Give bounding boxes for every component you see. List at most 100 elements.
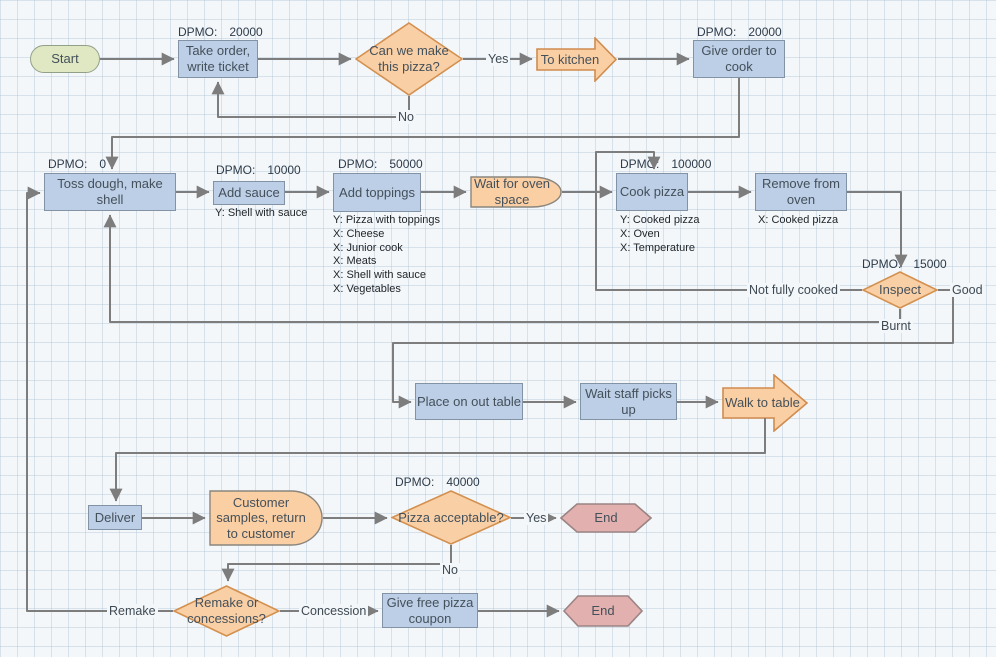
process-take-order[interactable]: Take order, write ticket — [178, 40, 258, 78]
delay-wait-oven[interactable]: Wait for oven space — [470, 176, 562, 208]
process-deliver[interactable]: Deliver — [88, 505, 142, 530]
node-label-wrap: Pizza acceptable? — [391, 490, 511, 545]
annotation-line: Y: Pizza with toppings — [333, 214, 441, 226]
dpmo-label-inspect: DPMO: 15000 — [862, 257, 947, 271]
node-label-wrap: Customer samples, return to customer — [209, 490, 313, 546]
delay-shape-icon — [209, 490, 323, 546]
node-label: Start — [51, 51, 79, 67]
right-arrow-shape-icon — [536, 37, 618, 82]
dpmo-label-add-toppings: DPMO: 50000 — [338, 157, 423, 171]
annotation-line: X: Shell with sauce — [333, 269, 426, 282]
connector-label-burnt: Burnt — [879, 319, 913, 333]
connector-decision-takeorder-no[interactable] — [211, 81, 410, 118]
delay-customer-samples[interactable]: Customer samples, return to customer — [209, 490, 323, 546]
connector-removeoven-inspect[interactable] — [847, 191, 908, 268]
dpmo-value: 0 — [99, 157, 107, 171]
connector-label-remake: Remake — [107, 604, 158, 618]
dpmo-caption: DPMO: — [216, 163, 256, 177]
connector-label-concession: Concession — [299, 604, 369, 618]
process-add-toppings[interactable]: Add toppings — [333, 173, 421, 212]
decision-remake-or-concessions[interactable]: Remake or concessions? — [173, 585, 280, 637]
node-label-wrap: Can we make this pizza? — [355, 22, 463, 96]
connector-label-good: Good — [950, 283, 985, 297]
annotation-add-toppings: Y: Pizza with toppings X: Cheese X: Juni… — [333, 214, 440, 297]
diamond-shape-icon — [173, 585, 280, 637]
dpmo-value: 10000 — [267, 163, 301, 177]
end-node-2[interactable]: End — [563, 595, 643, 627]
dpmo-label-cook-pizza: DPMO: 100000 — [620, 157, 711, 171]
connector-label-no-2: No — [440, 563, 460, 577]
node-label: Customer samples, return to customer — [216, 494, 306, 541]
node-label: Wait staff picks up — [585, 385, 672, 417]
dpmo-value: 20000 — [229, 25, 263, 39]
dpmo-value: 15000 — [913, 257, 947, 271]
node-label-wrap: Remake or concessions? — [173, 585, 280, 637]
annotation-cook-pizza: Y: Cooked pizza X: Oven X: Temperature — [620, 214, 700, 255]
diamond-shape-icon — [862, 271, 938, 309]
node-label: Inspect — [879, 282, 921, 298]
annotation-line: Y: Cooked pizza — [620, 214, 700, 226]
arrow-walk-to-table[interactable]: Walk to table — [722, 374, 809, 432]
node-label: Pizza acceptable? — [398, 509, 504, 525]
process-cook-pizza[interactable]: Cook pizza — [616, 173, 688, 211]
process-remove-oven[interactable]: Remove from oven — [755, 173, 847, 211]
decision-pizza-acceptable[interactable]: Pizza acceptable? — [391, 490, 511, 545]
dpmo-caption: DPMO: — [862, 257, 902, 271]
node-label: Take order, write ticket — [185, 43, 251, 74]
dpmo-caption: DPMO: — [338, 157, 378, 171]
connector-accept-remake-no[interactable] — [221, 545, 452, 582]
annotation-remove-oven: X: Cooked pizza — [758, 214, 838, 228]
connector-walktable-deliver[interactable] — [109, 418, 766, 502]
start-node[interactable]: Start — [30, 45, 100, 73]
node-label: Deliver — [94, 509, 136, 525]
process-place-table[interactable]: Place on out table — [415, 383, 523, 420]
annotation-line: X: Temperature — [620, 241, 696, 254]
node-label: End — [594, 510, 618, 526]
node-label: Add sauce — [218, 185, 280, 201]
dpmo-label-accept: DPMO: 40000 — [395, 475, 480, 489]
process-wait-staff[interactable]: Wait staff picks up — [580, 383, 677, 420]
dpmo-value: 100000 — [671, 157, 712, 171]
node-label: Toss dough, make shell — [57, 176, 163, 207]
node-label: Can we make this pizza? — [369, 43, 449, 74]
node-label-wrap: Wait for oven space — [470, 176, 554, 208]
dpmo-caption: DPMO: — [178, 25, 218, 39]
node-label-wrap: End — [560, 503, 652, 533]
node-label-wrap: Walk to table — [722, 374, 803, 432]
dpmo-value: 20000 — [748, 25, 782, 39]
process-add-sauce[interactable]: Add sauce — [213, 181, 285, 205]
connector-remake-tossdough[interactable] — [26, 186, 173, 612]
annotation-line: X: Vegetables — [333, 282, 401, 295]
node-label: Wait for oven space — [473, 176, 551, 207]
node-label-wrap: To kitchen — [536, 37, 604, 82]
node-label: Add toppings — [339, 184, 415, 200]
node-label: Place on out table — [416, 393, 522, 409]
right-arrow-shape-icon — [722, 374, 809, 432]
connector-inspect-tossdough-burnt[interactable] — [103, 214, 901, 323]
decision-inspect[interactable]: Inspect — [862, 271, 938, 309]
node-label: Remove from oven — [761, 176, 841, 207]
node-label: To kitchen — [540, 51, 600, 67]
process-toss-dough[interactable]: Toss dough, make shell — [44, 173, 176, 211]
connector-inspect-cookpizza-notfullycooked[interactable] — [595, 151, 862, 291]
process-give-order[interactable]: Give order to cook — [693, 40, 785, 78]
node-label: End — [591, 603, 615, 619]
process-free-pizza-coupon[interactable]: Give free pizza coupon — [382, 593, 478, 628]
annotation-line: Y: Shell with sauce — [215, 207, 308, 219]
hexagon-shape-icon — [560, 503, 652, 533]
connector-label-yes-1: Yes — [486, 52, 511, 66]
decision-can-we-make[interactable]: Can we make this pizza? — [355, 22, 463, 96]
hexagon-shape-icon — [563, 595, 643, 627]
annotation-line: X: Oven — [620, 227, 660, 240]
annotation-add-sauce: Y: Shell with sauce — [215, 207, 307, 221]
arrow-to-kitchen[interactable]: To kitchen — [536, 37, 618, 82]
dpmo-value: 40000 — [446, 475, 480, 489]
dpmo-value: 50000 — [389, 157, 423, 171]
node-label: Walk to table — [725, 395, 800, 411]
dpmo-caption: DPMO: — [697, 25, 737, 39]
connector-giveorder-tossdough[interactable] — [105, 78, 740, 170]
node-label: Cook pizza — [619, 184, 685, 200]
connector-label-not-fully-cooked: Not fully cooked — [747, 283, 840, 297]
end-node-1[interactable]: End — [560, 503, 652, 533]
connector-label-yes-2: Yes — [524, 511, 549, 525]
